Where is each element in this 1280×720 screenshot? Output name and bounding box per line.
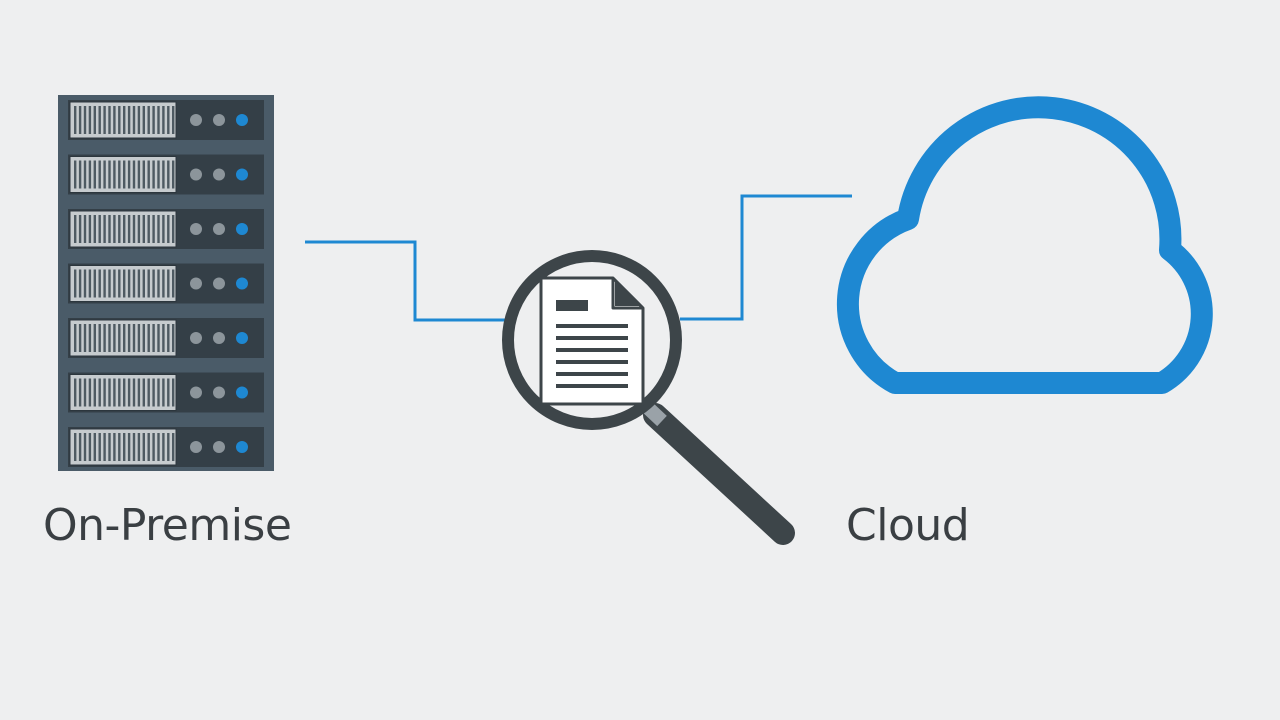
server-unit <box>68 100 264 140</box>
status-light <box>213 277 225 290</box>
status-light <box>190 332 202 344</box>
status-light <box>213 332 225 344</box>
status-light <box>190 386 202 399</box>
server-unit <box>68 427 264 467</box>
on-premise-label: On-Premise <box>43 500 292 551</box>
status-light <box>190 277 202 290</box>
server-unit <box>68 263 264 304</box>
status-light-active <box>236 168 248 181</box>
status-light-active <box>236 386 248 399</box>
status-light <box>213 441 225 453</box>
server-unit <box>68 318 264 358</box>
cloud-label: Cloud <box>846 500 970 551</box>
status-light-active <box>236 441 248 453</box>
connector-line-right <box>680 194 852 321</box>
connector-line-left <box>305 240 505 322</box>
status-light <box>190 114 202 126</box>
status-light-active <box>236 114 248 126</box>
server-rack-icon <box>58 95 274 471</box>
status-light <box>213 386 225 399</box>
server-unit <box>68 209 264 249</box>
status-light <box>213 114 225 126</box>
document-icon <box>539 276 645 406</box>
status-light <box>213 223 225 235</box>
status-light-active <box>236 223 248 235</box>
server-unit <box>68 372 264 413</box>
status-light <box>190 223 202 235</box>
server-unit <box>68 154 264 195</box>
magnifying-glass-icon <box>502 250 795 545</box>
status-light-active <box>236 277 248 290</box>
status-light <box>190 168 202 181</box>
status-light <box>213 168 225 181</box>
cloud-icon <box>836 96 1213 394</box>
status-light <box>190 441 202 453</box>
status-light-active <box>236 332 248 344</box>
